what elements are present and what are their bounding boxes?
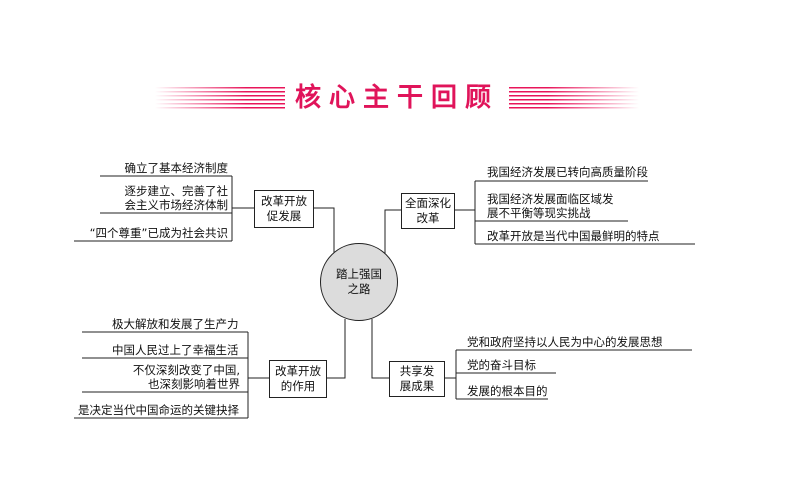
leaf-text: 我国经济发展已转向高质量阶段 bbox=[487, 165, 648, 179]
page-title: 核心主干回顾 bbox=[294, 83, 499, 113]
leaf-text: 也深刻影响着世界 bbox=[148, 377, 240, 391]
node-label-line: 展成果 bbox=[399, 379, 435, 393]
node-label-line: 全面深化 bbox=[405, 196, 451, 210]
node-label-line: 改革 bbox=[416, 211, 440, 225]
leaf-text: 党的奋斗目标 bbox=[467, 358, 536, 372]
center-node: 踏上强国 之路 bbox=[320, 243, 398, 321]
node-reform-promotes-development: 改革开放 促发展 bbox=[254, 190, 314, 228]
leaf-text: “四个尊重”已成为社会共识 bbox=[89, 226, 228, 240]
node-label-line: 共享发 bbox=[399, 364, 435, 378]
leaf-text: 党和政府坚持以人民为中心的发展思想 bbox=[467, 335, 663, 349]
header: 核心主干回顾 bbox=[0, 78, 794, 118]
leaf-text: 中国人民过上了幸福生活 bbox=[112, 343, 239, 357]
leaf-text: 会主义市场经济体制 bbox=[124, 198, 229, 212]
center-label-line1: 踏上强国 bbox=[336, 267, 382, 281]
leaf-text: 我国经济发展面临区域发 bbox=[487, 192, 614, 206]
leaf-text: 不仅深刻改变了中国, bbox=[132, 363, 240, 377]
node-label-line: 的作用 bbox=[280, 379, 316, 393]
leaf-text: 展不平衡等现实挑战 bbox=[487, 206, 591, 220]
leaf-text: 改革开放是当代中国最鲜明的特点 bbox=[487, 229, 660, 243]
node-label-line: 改革开放 bbox=[275, 364, 321, 378]
node-deepen-reform: 全面深化 改革 bbox=[401, 193, 455, 229]
node-share-development-results: 共享发 展成果 bbox=[389, 361, 445, 397]
decorative-stripes-right bbox=[509, 87, 639, 109]
center-label-line2: 之路 bbox=[347, 282, 371, 296]
node-role-of-reform: 改革开放 的作用 bbox=[269, 360, 327, 398]
node-label-line: 改革开放 bbox=[261, 194, 307, 208]
leaf-text: 确立了基本经济制度 bbox=[124, 161, 229, 175]
decorative-stripes-left bbox=[155, 87, 285, 109]
leaf-text: 是决定当代中国命运的关键抉择 bbox=[78, 403, 239, 417]
leaf-text: 发展的根本目的 bbox=[467, 384, 548, 398]
leaf-text: 极大解放和发展了生产力 bbox=[112, 317, 239, 331]
leaf-text: 逐步建立、完善了社 bbox=[124, 184, 229, 198]
node-label-line: 促发展 bbox=[266, 209, 302, 223]
